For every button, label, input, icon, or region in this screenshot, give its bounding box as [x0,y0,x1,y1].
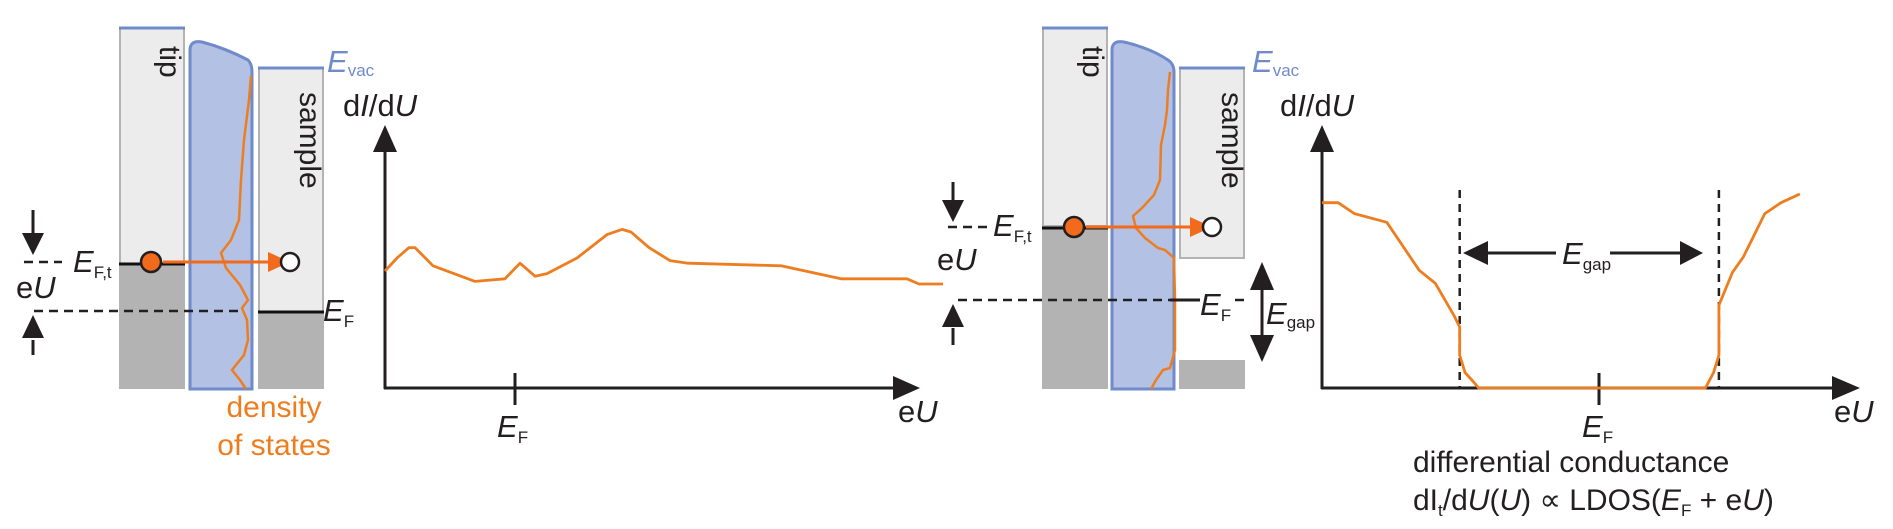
evac-label: Evac [1252,44,1300,80]
left-didu-chart: dI/dU eU EF [343,88,943,447]
hole-icon [279,251,301,273]
evac-label: Evac [327,44,375,80]
tip-block-empty [119,27,185,265]
dos-curve [1131,71,1177,390]
electron-icon [139,250,163,274]
ef-label: EF [1200,287,1231,325]
right-didu-chart: Egap dI/dU eU EF differential conductanc… [1280,88,1874,520]
eft-label: EF,t [73,244,112,282]
tip-block-filled [1042,228,1108,389]
egap-label: Egap [1266,296,1315,332]
didu-curve-metal [383,228,943,286]
egap-vertical-arrow [1250,262,1274,362]
egap-horizontal-arrow [1463,241,1703,265]
tunnel-barrier [1110,40,1176,391]
x-axis-arrowhead [893,376,920,400]
sample-block-filled [258,312,324,389]
dos-curve [219,75,253,390]
caption-line2: dIt/dU(U) ∝ LDOS(EF + eU) [1413,484,1774,520]
eu-arrow-up [942,304,964,345]
ef-label: EF [323,293,354,331]
x-axis-arrowhead [1832,376,1860,400]
eu-arrow-up [22,315,44,355]
sample-label: sample [1215,92,1248,189]
y-axis-arrowhead [373,125,397,152]
hole-icon [1201,216,1223,238]
tip-label: tip [1076,46,1109,78]
egap-label-chart: Egap [1562,236,1611,274]
eu-arrow-down [22,210,44,255]
y-axis-arrowhead [1310,125,1334,152]
x-axis-label: eU [898,394,938,429]
tip-label: tip [153,46,186,78]
tunneling-arrowhead [1190,217,1212,237]
tunneling-arrowhead [268,252,290,272]
x-axis-label: eU [1834,394,1874,429]
y-axis-label: dI/dU [1280,88,1355,123]
sample-valence-band [1179,360,1245,389]
dos-caption-line1: density [226,391,321,424]
right-energy-diagram: tip sample Evac eU EF,t EF Egap [937,26,1315,391]
didu-curve-semiconductor [1322,192,1801,390]
caption-line1: differential conductance [1413,446,1729,479]
sample-label: sample [293,92,326,189]
eu-label: eU [937,242,977,277]
eft-label: EF,t [993,208,1032,246]
x-tick-label-ef: EF [497,409,528,447]
tunnel-barrier [188,40,254,391]
eu-label: eU [16,270,56,305]
electron-icon [1062,215,1086,239]
x-tick-label-ef: EF [1582,409,1613,447]
y-axis-label: dI/dU [343,88,418,123]
tip-block-filled [119,264,185,389]
eu-arrow-down [942,182,964,222]
dos-caption-line2: of states [217,429,330,462]
left-energy-diagram: tip sample Evac eU EF,t EF [16,26,375,462]
tip-block-empty [1042,27,1108,227]
